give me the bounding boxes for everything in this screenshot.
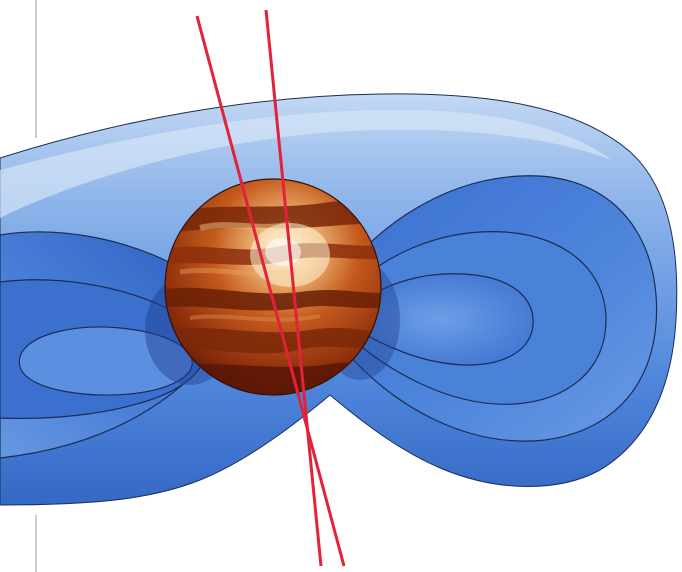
- planet-magnetosphere-illustration: [0, 0, 682, 572]
